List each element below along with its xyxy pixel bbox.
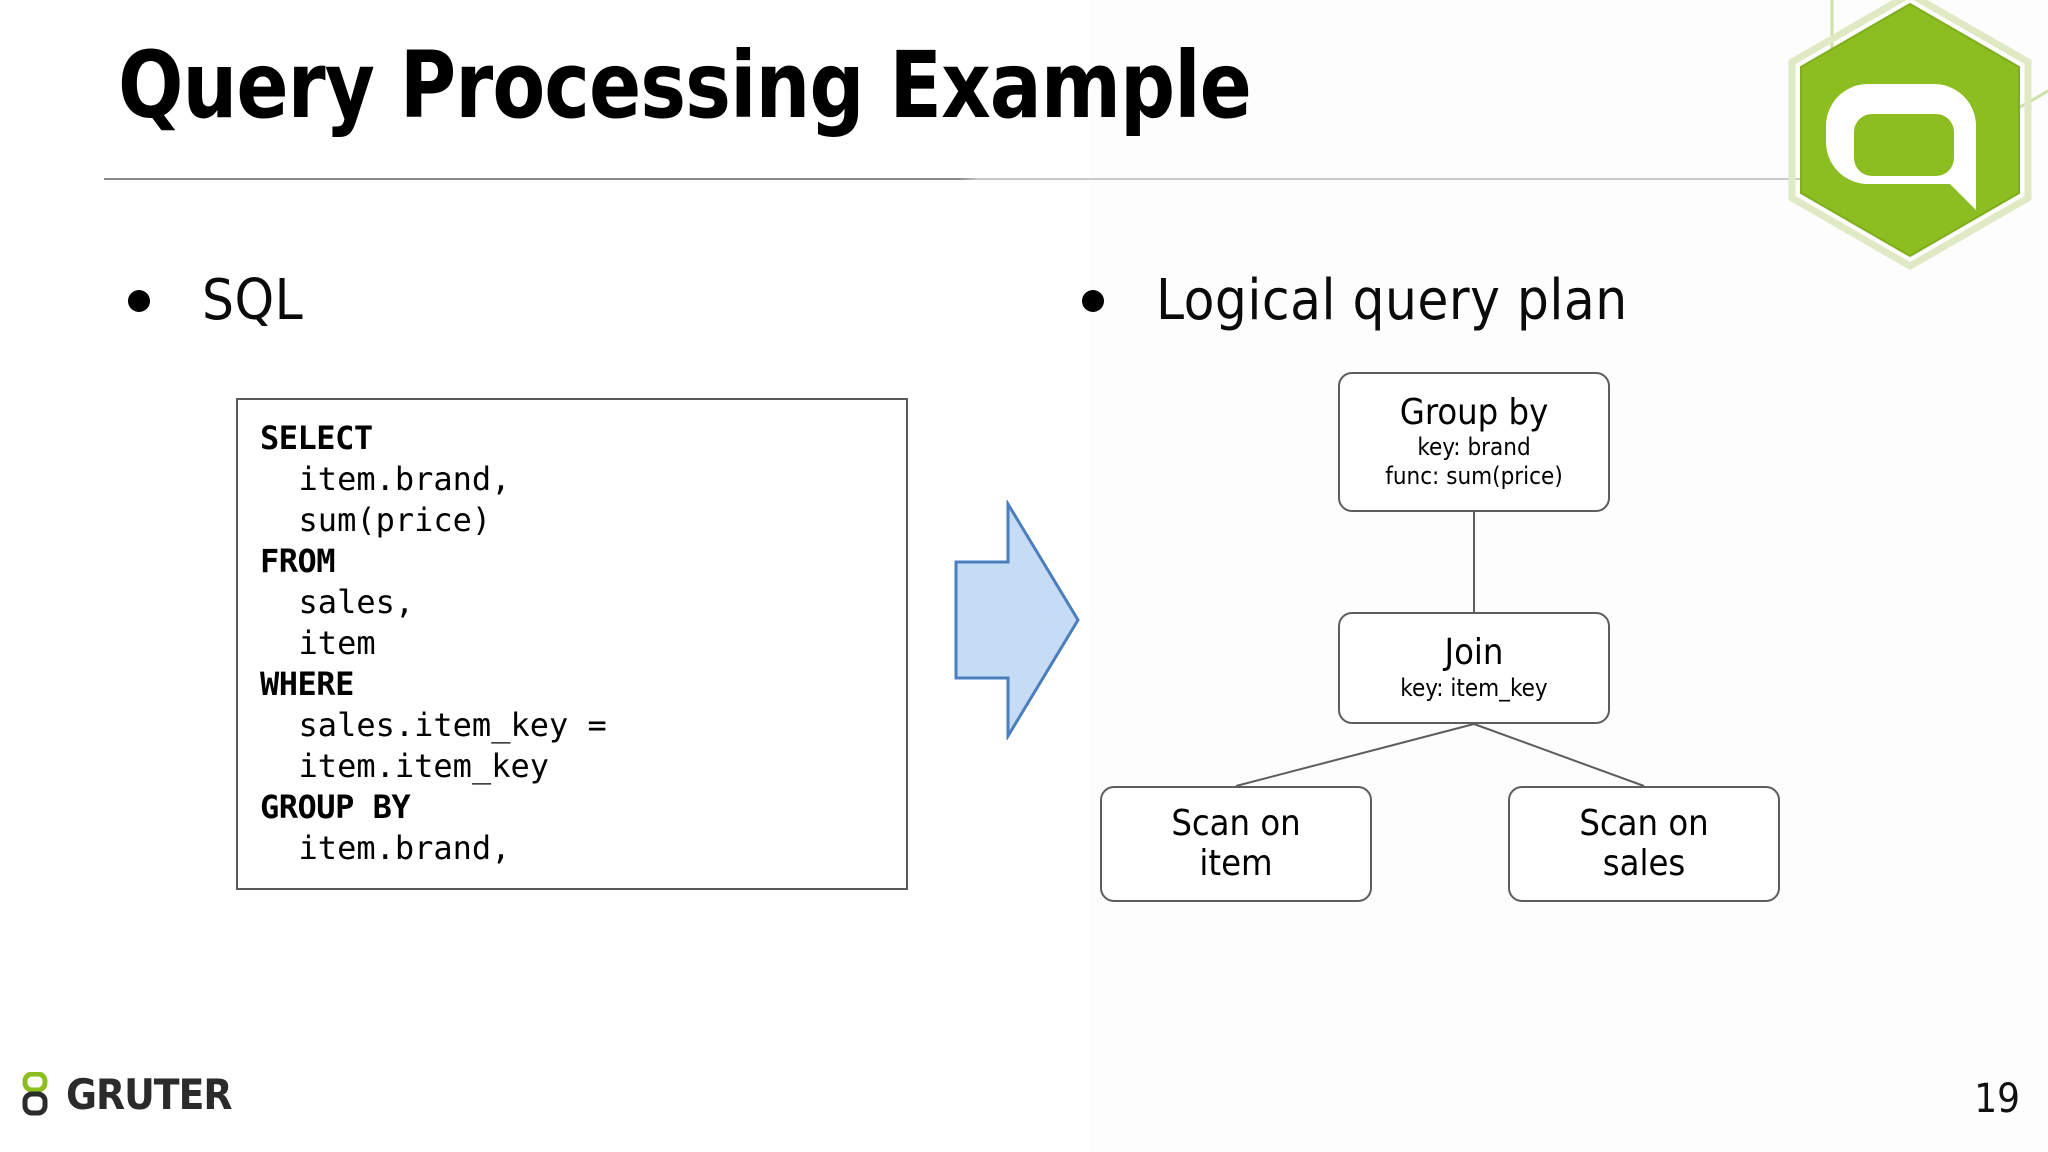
sql-line: sum(price) xyxy=(260,501,492,539)
sql-line: FROM xyxy=(260,542,336,580)
plan-node-title: Scan on item xyxy=(1171,802,1301,884)
sql-line: item.brand, xyxy=(260,460,511,498)
bullet-sql-label: SQL xyxy=(202,268,304,333)
right-block-arrow-icon xyxy=(952,500,1082,740)
title-divider xyxy=(104,178,2004,180)
sql-line: sales.item_key = xyxy=(260,706,607,744)
bullet-plan-label: Logical query plan xyxy=(1156,268,1628,333)
footer-brand-logo: GRUTER xyxy=(22,1068,232,1120)
bullet-dot-icon xyxy=(128,289,150,312)
sql-line: SELECT xyxy=(260,419,373,457)
sql-line: item xyxy=(260,624,376,662)
sql-code-block: SELECT item.brand, sum(price) FROM sales… xyxy=(236,398,908,890)
plan-node-subtext: key: brand xyxy=(1417,433,1531,462)
plan-node-title: Scan on sales xyxy=(1579,802,1709,884)
sql-line: WHERE xyxy=(260,665,354,703)
gruter-g-icon xyxy=(22,1071,62,1116)
plan-node-scan-item[interactable]: Scan on item xyxy=(1100,786,1372,902)
page-number: 19 xyxy=(1974,1076,2020,1122)
footer-brand-wordmark: GRUTER xyxy=(66,1069,232,1119)
plan-node-subtext: func: sum(price) xyxy=(1385,462,1563,491)
logical-query-plan-diagram: Group by key: brand func: sum(price) Joi… xyxy=(1090,350,1910,950)
plan-node-title: Group by xyxy=(1399,392,1549,434)
sql-line: GROUP BY xyxy=(260,788,411,826)
sql-line: item.item_key xyxy=(260,747,549,785)
bullet-sql: SQL xyxy=(128,268,303,333)
sql-line: item.brand, xyxy=(260,829,511,867)
page-title: Query Processing Example xyxy=(118,32,1252,139)
plan-node-group-by[interactable]: Group by key: brand func: sum(price) xyxy=(1338,372,1610,512)
bullet-logical-query-plan: Logical query plan xyxy=(1082,268,1628,333)
plan-node-title: Join xyxy=(1444,632,1504,674)
sql-line: sales, xyxy=(260,583,415,621)
plan-node-scan-sales[interactable]: Scan on sales xyxy=(1508,786,1780,902)
bullet-dot-icon xyxy=(1082,289,1104,312)
plan-node-join[interactable]: Join key: item_key xyxy=(1338,612,1610,724)
brand-hexagon-logo xyxy=(1760,0,2048,296)
plan-node-subtext: key: item_key xyxy=(1400,673,1548,702)
